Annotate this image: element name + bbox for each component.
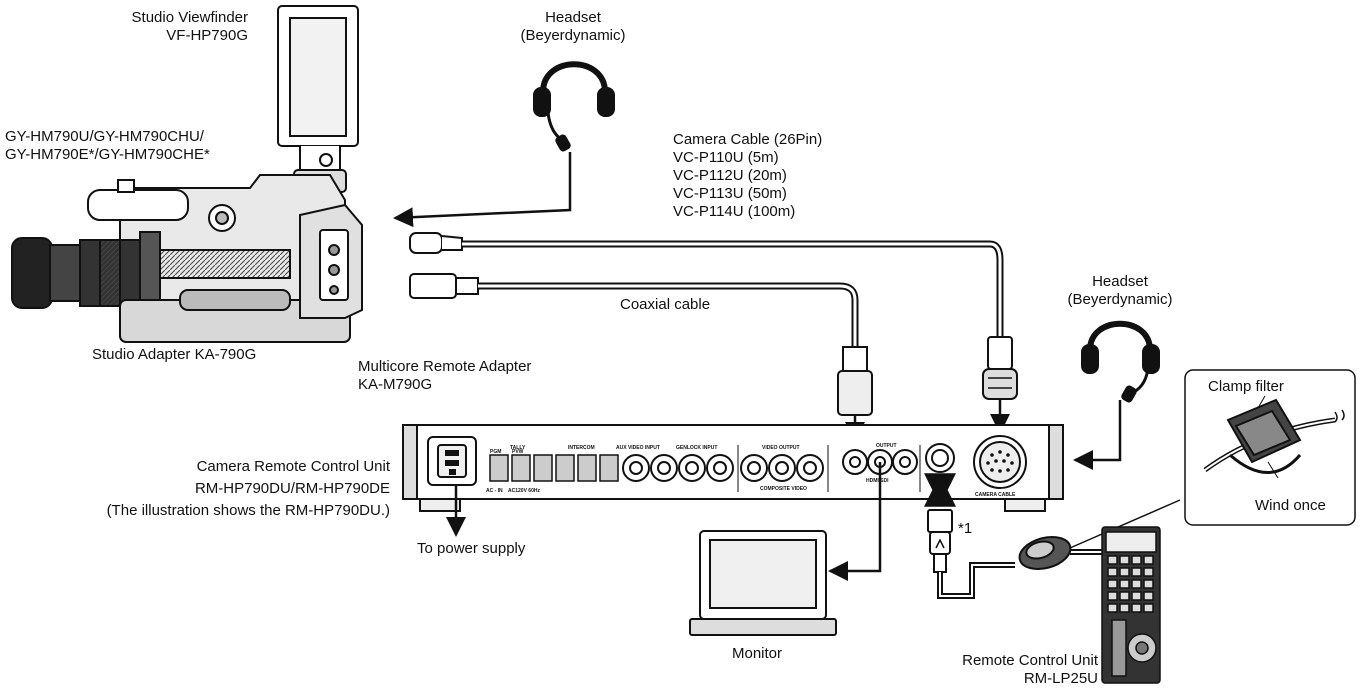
- remote-control-unit-icon: [1101, 526, 1161, 684]
- panel-pvw-label: PVW: [512, 449, 524, 455]
- viewfinder-label: Studio Viewfinder VF-HP790G: [110, 9, 248, 45]
- panel-genlock-label: GENLOCK INPUT: [676, 445, 717, 451]
- panel-pgm-label: PGM: [490, 449, 501, 455]
- panel-output-label: OUTPUT: [876, 443, 897, 449]
- studio-viewfinder: [277, 5, 359, 193]
- headset-top-label: Headset (Beyerdynamic): [508, 9, 638, 45]
- camera-cable-title: Camera Cable (26Pin): [673, 131, 823, 148]
- camera-cable-model-4: VC-P114U (100m): [673, 203, 796, 220]
- headset-right-brand: (Beyerdynamic): [1067, 291, 1173, 308]
- headset-right-name: Headset: [1092, 273, 1148, 290]
- panel-tally-label: TALLY: [510, 445, 526, 451]
- camera-models-line2: GY-HM790E*/GY-HM790CHE*: [5, 146, 210, 163]
- clamp-filter-on-cable: [1018, 499, 1181, 570]
- multicore-label: Multicore Remote Adapter KA-M790G: [358, 358, 531, 394]
- headset-top-line: [393, 152, 572, 228]
- ccu-models: RM-HP790DU/RM-HP790DE: [194, 480, 390, 497]
- footnote-marker: *1: [958, 520, 973, 537]
- panel-ac-spec-label: AC120V 60Hz: [508, 488, 540, 494]
- camera-cable-model-2: VC-P112U (20m): [673, 167, 787, 184]
- headset-top-name: Headset: [545, 9, 601, 26]
- multicore-name: Multicore Remote Adapter: [358, 358, 532, 375]
- camera-models-label: GY-HM790U/GY-HM790CHU/ GY-HM790E*/GY-HM7…: [5, 128, 210, 164]
- panel-camera-cable-label: CAMERA CABLE: [975, 492, 1016, 498]
- viewfinder-model: VF-HP790G: [166, 27, 248, 44]
- clamp-filter-inset: [1184, 369, 1356, 526]
- camera-cable-model-1: VC-P110U (5m): [673, 149, 779, 166]
- camera-illustration: [11, 5, 363, 343]
- rcu-label: Remote Control Unit RM-LP25U: [880, 652, 1098, 688]
- panel-intercom-label: INTERCOM: [568, 445, 595, 451]
- panel-hdmi-sdi-label: HDMI SDI: [866, 478, 889, 484]
- power-supply-label: To power supply: [417, 540, 526, 557]
- ccu-rear-panel: TALLY PGM PVW INTERCOM AUX VIDEO INPUT G…: [402, 424, 1064, 512]
- camera-cable-label: Camera Cable (26Pin) VC-P110U (5m) VC-P1…: [673, 131, 822, 221]
- ccu-note: (The illustration shows the RM-HP790DU.): [106, 502, 390, 519]
- rcu-model: RM-LP25U: [1023, 670, 1098, 687]
- rcu-name: Remote Control Unit: [962, 652, 1098, 669]
- monitor-line: [828, 462, 882, 581]
- headset-right-line: [1073, 400, 1122, 470]
- multicore-model: KA-M790G: [358, 376, 433, 393]
- multicore-remote-adapter: [299, 203, 363, 319]
- coaxial-cable-label: Coaxial cable: [620, 296, 711, 313]
- camera-cable: [409, 232, 1018, 434]
- ccu-name: Camera Remote Control Unit: [196, 458, 390, 475]
- viewfinder-name: Studio Viewfinder: [131, 9, 248, 26]
- headset-right-label: Headset (Beyerdynamic): [1055, 273, 1185, 309]
- monitor-icon: [689, 530, 837, 636]
- panel-ac-in-label: AC - IN: [486, 488, 503, 494]
- clamp-filter-label: Clamp filter: [1208, 378, 1284, 395]
- studio-adapter-label: Studio Adapter KA-790G: [92, 346, 257, 363]
- ccu-label: Camera Remote Control Unit RM-HP790DU/RM…: [0, 456, 390, 522]
- headset-top-brand: (Beyerdynamic): [520, 27, 626, 44]
- headset-right-icon: [1081, 320, 1160, 403]
- panel-composite-label: COMPOSITE VIDEO: [760, 486, 807, 492]
- headset-top-icon: [533, 61, 615, 152]
- monitor-label: Monitor: [732, 645, 783, 662]
- panel-aux-video-label: AUX VIDEO INPUT: [616, 445, 660, 451]
- wind-once-label: Wind once: [1255, 497, 1326, 514]
- camera-cable-model-3: VC-P113U (50m): [673, 185, 787, 202]
- camera-models-line1: GY-HM790U/GY-HM790CHU/: [5, 128, 204, 145]
- panel-video-output-label: VIDEO OUTPUT: [762, 445, 800, 451]
